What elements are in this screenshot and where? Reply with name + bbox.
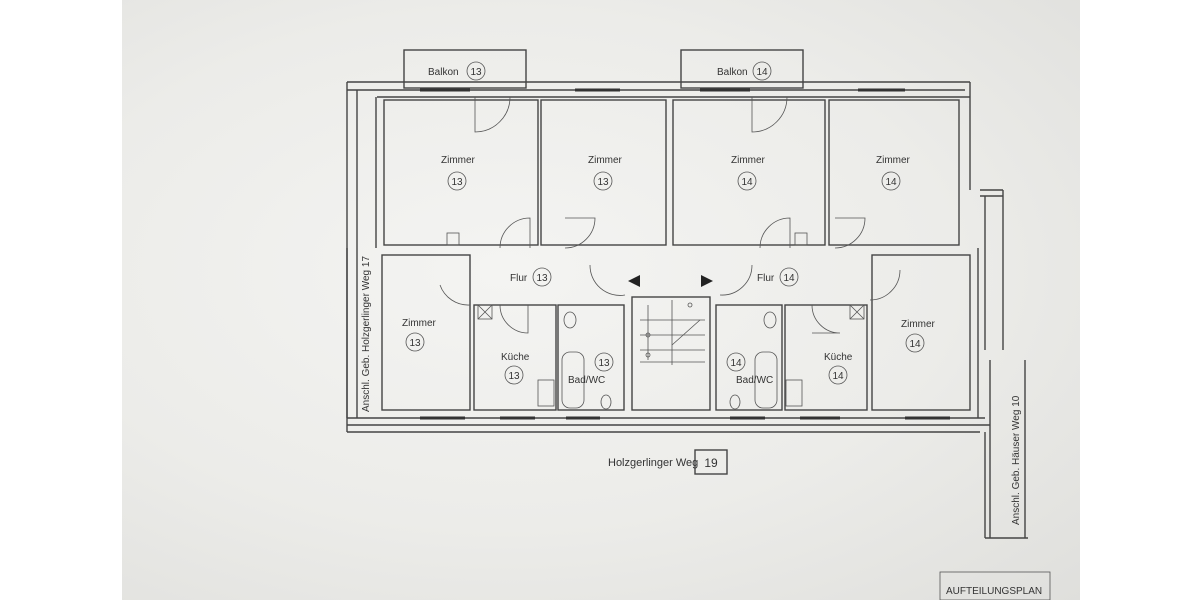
room-zimmer-4-label: Zimmer: [876, 155, 911, 166]
balcony-14-number: 14: [756, 67, 768, 78]
arrow-left-icon: [628, 275, 640, 287]
room-zimmer-5-label: Zimmer: [402, 318, 437, 329]
room-zimmer-5-number: 13: [409, 338, 421, 349]
arrow-right-icon: [701, 275, 713, 287]
kitchen-13-label: Küche: [501, 352, 530, 363]
room-zimmer-3-label: Zimmer: [731, 155, 766, 166]
hallway-13-label: Flur: [510, 273, 528, 284]
hallway-13-number: 13: [536, 273, 548, 284]
street-name: Holzgerlinger Weg: [608, 457, 698, 469]
room-zimmer-2-label: Zimmer: [588, 155, 623, 166]
room-zimmer-3-number: 14: [741, 177, 753, 188]
hallway-14-label: Flur: [757, 273, 775, 284]
title-block-box: [939, 571, 1051, 600]
staircase: [640, 300, 705, 365]
adjacent-buildings: [346, 189, 1028, 539]
adjacent-left-label: Anschl. Geb. Holzgerlinger Weg 17: [361, 256, 372, 412]
room-zimmer-6-label: Zimmer: [901, 319, 936, 330]
hallway-14-number: 14: [783, 273, 795, 284]
adjacent-right-label: Anschl. Geb. Häuser Weg 10: [1011, 395, 1022, 525]
kitchen-13-number: 13: [508, 371, 520, 382]
building-walls: [346, 81, 990, 433]
bath-13-label: Bad/WC: [568, 375, 605, 386]
bath-14-label: Bad/WC: [736, 375, 773, 386]
room-zimmer-1-label: Zimmer: [441, 155, 476, 166]
room-zimmer-2-number: 13: [597, 177, 609, 188]
fixtures: [446, 232, 865, 410]
title-block-label: AUFTEILUNGSPLAN: [946, 586, 1042, 597]
room-zimmer-1-number: 13: [451, 177, 463, 188]
kitchen-14-number: 14: [832, 371, 844, 382]
bath-13-number: 13: [598, 358, 610, 369]
unit-circles: [405, 61, 925, 385]
windows: [420, 88, 950, 420]
balcony-13-number: 13: [470, 67, 482, 78]
door-swings: [439, 96, 901, 334]
balcony-14-label: Balkon: [717, 67, 748, 78]
balcony-13-label: Balkon: [428, 67, 459, 78]
street-number: 19: [704, 456, 718, 470]
room-zimmer-6-number: 14: [909, 339, 921, 350]
room-zimmer-4-number: 14: [885, 177, 897, 188]
bath-14-number: 14: [730, 358, 742, 369]
balcony-14-outline: [680, 49, 804, 89]
balcony-13-outline: [403, 49, 527, 89]
kitchen-14-label: Küche: [824, 352, 853, 363]
street-number-box: [694, 449, 728, 475]
